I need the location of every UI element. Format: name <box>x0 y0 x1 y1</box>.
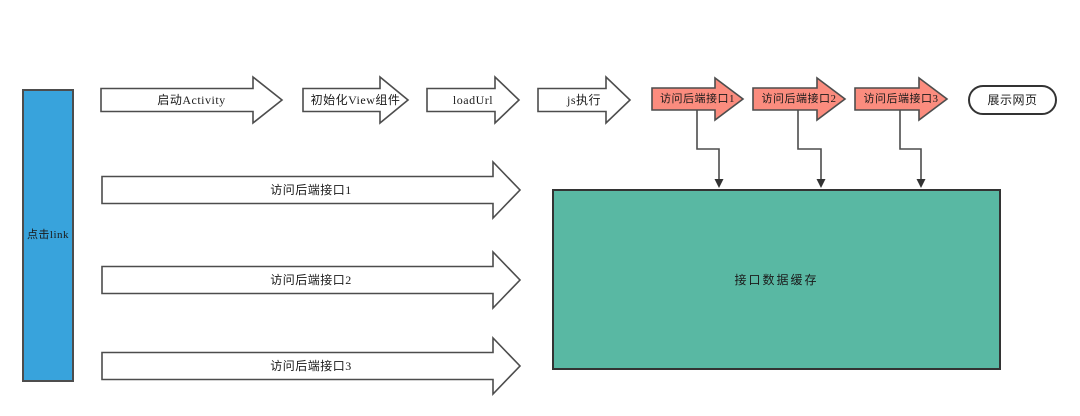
arrowhead-icon <box>714 179 724 188</box>
terminal-node-label: 展示网页 <box>987 93 1038 107</box>
start-node-label: 点击link <box>26 229 70 241</box>
terminal-node-show-page: 展示网页 <box>968 85 1057 115</box>
step-arrow-backend-1: 访问后端接口1 <box>651 76 745 122</box>
long-arrow-backend-1: 访问后端接口1 <box>101 160 522 220</box>
long-arrow-backend-2: 访问后端接口2 <box>101 250 522 310</box>
arrowhead-icon <box>816 179 826 188</box>
step-arrow-launch-activity: 启动Activity <box>100 75 284 125</box>
long-arrow-label: 访问后端接口2 <box>270 273 352 287</box>
long-arrow-label: 访问后端接口1 <box>270 183 352 197</box>
long-arrow-label: 访问后端接口3 <box>270 359 352 373</box>
long-arrow-backend-3: 访问后端接口3 <box>101 336 522 396</box>
step-arrow-backend-2: 访问后端接口2 <box>752 76 847 122</box>
step-arrow-js-exec: js执行 <box>537 75 632 125</box>
arrowhead-icon <box>916 179 926 188</box>
step-arrow-init-view: 初始化View组件 <box>302 75 410 125</box>
connector-backend3-to-cache <box>899 110 922 180</box>
step-arrow-label: 访问后端接口1 <box>660 92 735 105</box>
step-arrow-label: 启动Activity <box>157 93 226 107</box>
connector-backend1-to-cache <box>696 110 720 180</box>
step-arrow-label: js执行 <box>566 93 601 107</box>
step-arrow-loadurl: loadUrl <box>426 75 521 125</box>
step-arrow-label: 访问后端接口3 <box>863 92 939 105</box>
step-arrow-label: loadUrl <box>452 93 494 107</box>
cache-box-label: 接口数据缓存 <box>734 272 819 287</box>
start-node-click-link: 点击link <box>22 89 74 382</box>
step-arrow-label: 初始化View组件 <box>310 93 401 107</box>
step-arrow-label: 访问后端接口2 <box>761 92 837 105</box>
cache-box: 接口数据缓存 <box>552 189 1001 370</box>
step-arrow-backend-3: 访问后端接口3 <box>854 76 949 122</box>
